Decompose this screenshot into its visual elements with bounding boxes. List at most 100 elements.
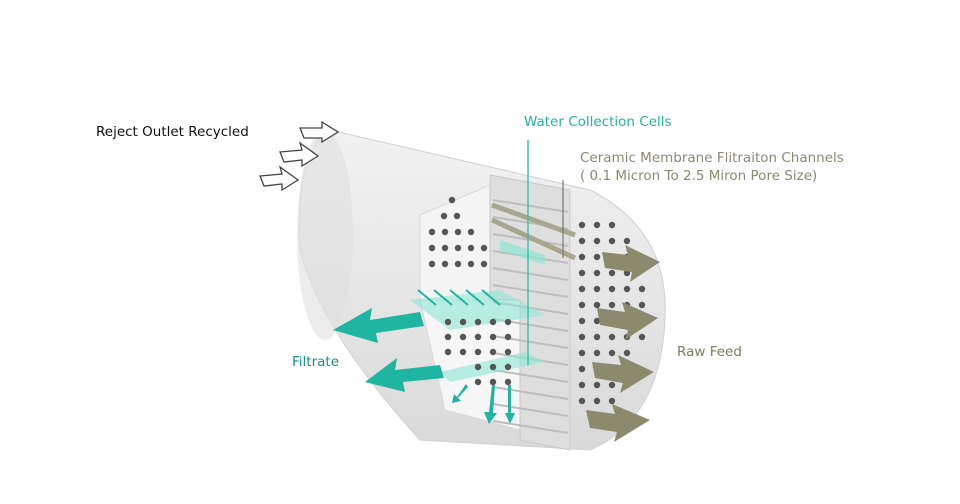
channel-hole (453, 212, 461, 220)
membrane-channels-label: Ceramic Membrane Flitraiton Channels ( 0… (580, 149, 844, 185)
channel-hole (593, 285, 601, 293)
channel-hole (623, 349, 631, 357)
groove-line (492, 267, 569, 281)
membrane-channels-line2: ( 0.1 Micron To 2.5 Miron Pore Size) (580, 168, 818, 184)
channel-hole (489, 363, 497, 371)
channel-hole (504, 363, 512, 371)
channel-hole (593, 333, 601, 341)
channel-hole (608, 381, 616, 389)
channel-hole (608, 285, 616, 293)
channel-hole (480, 244, 488, 252)
channel-hole (578, 333, 586, 341)
channel-hole (593, 301, 601, 309)
channel-hole (428, 228, 436, 236)
channel-hole (638, 285, 646, 293)
channel-hole (467, 228, 475, 236)
channel-hole (489, 318, 497, 326)
channel-hole (474, 363, 482, 371)
channel-hole (459, 333, 467, 341)
channel-flow-arrows (417, 289, 501, 306)
channel-hole (593, 397, 601, 405)
channel-hole (454, 244, 462, 252)
channel-hole (578, 221, 586, 229)
channel-hole (608, 221, 616, 229)
channel-hole (578, 285, 586, 293)
channel-hole (608, 397, 616, 405)
channel-hole (489, 333, 497, 341)
channel-hole (441, 228, 449, 236)
raw-feed-arrows (586, 245, 660, 442)
channel-hole (578, 365, 586, 373)
channel-hole (623, 237, 631, 245)
channel-hole (593, 317, 601, 325)
channel-hole (593, 349, 601, 357)
channel-hole (444, 333, 452, 341)
channel-hole (474, 348, 482, 356)
channel-flow-arrow (433, 289, 453, 306)
channel-hole (489, 378, 497, 386)
groove-line (492, 284, 569, 298)
channel-hole (467, 244, 475, 252)
channel-hole (441, 244, 449, 252)
channel-hole (608, 349, 616, 357)
channel-hole (504, 378, 512, 386)
channel-hole (454, 228, 462, 236)
channel-hole (578, 349, 586, 357)
channel-hole (608, 301, 616, 309)
channel-hole (428, 244, 436, 252)
filtrate-label: Filtrate (292, 354, 339, 370)
channel-hole (638, 301, 646, 309)
channel-hole (454, 260, 462, 268)
raw-feed-label: Raw Feed (677, 344, 742, 360)
channel-hole (474, 333, 482, 341)
channel-hole (441, 260, 449, 268)
channel-hole (593, 269, 601, 277)
channel-hole (608, 269, 616, 277)
channel-hole (504, 318, 512, 326)
channel-hole (428, 260, 436, 268)
channel-hole (608, 333, 616, 341)
channel-hole (638, 333, 646, 341)
groove-line (492, 386, 569, 400)
groove-line (492, 199, 569, 213)
water-collection-cells-label: Water Collection Cells (524, 114, 672, 130)
channel-hole (489, 348, 497, 356)
channel-hole (593, 253, 601, 261)
channel-hole (448, 196, 456, 204)
reject-outlet-arrows (259, 120, 340, 192)
filtrate-flow-band (410, 290, 545, 330)
channel-hole (474, 378, 482, 386)
channel-hole (474, 318, 482, 326)
channel-hole (623, 285, 631, 293)
channel-hole (444, 348, 452, 356)
channel-hole (459, 318, 467, 326)
channel-hole (593, 237, 601, 245)
channel-hole (578, 381, 586, 389)
channel-hole (578, 397, 586, 405)
channel-flow-arrow (417, 289, 437, 306)
channel-hole (440, 212, 448, 220)
channel-hole (578, 269, 586, 277)
cylinder-left-end (297, 130, 353, 340)
channel-hole (593, 221, 601, 229)
channel-flow-arrow (465, 289, 485, 306)
channel-hole (444, 318, 452, 326)
groove-line (492, 420, 569, 434)
channel-hole (578, 301, 586, 309)
channel-flow-arrow (481, 289, 501, 306)
channel-hole (578, 317, 586, 325)
channel-hole (504, 333, 512, 341)
channel-hole (578, 253, 586, 261)
reject-outlet-label: Reject Outlet Recycled (96, 124, 249, 140)
channel-hole (593, 381, 601, 389)
channel-flow-arrow (449, 289, 469, 306)
filtrate-arrows (333, 308, 515, 424)
channel-hole (480, 260, 488, 268)
channel-hole (504, 348, 512, 356)
channel-hole (459, 348, 467, 356)
channel-hole (608, 237, 616, 245)
channel-hole (467, 260, 475, 268)
groove-line (492, 403, 569, 417)
groove-line (492, 369, 569, 383)
